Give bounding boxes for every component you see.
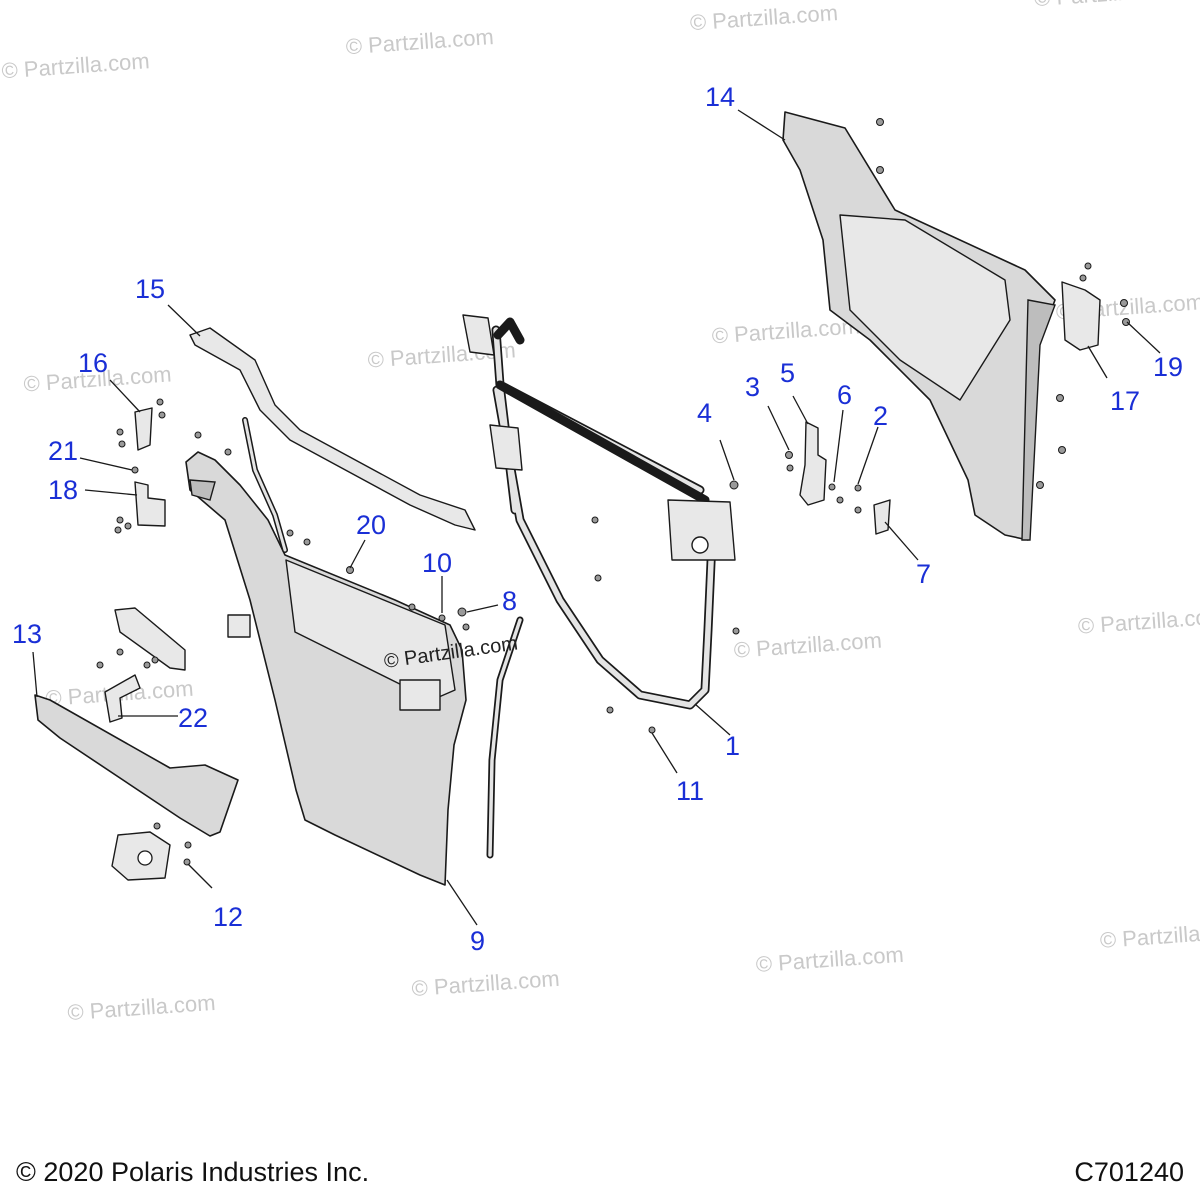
callout-13: 13	[12, 619, 42, 649]
callout-14: 14	[705, 82, 735, 112]
watermark: © Partzilla.com	[711, 313, 861, 348]
callout-4: 4	[697, 398, 712, 428]
callout-1: 1	[725, 731, 740, 761]
watermark: © Partzilla.com	[1033, 0, 1183, 11]
watermark: © Partzilla.com	[411, 966, 561, 1001]
part-2-screw	[836, 484, 862, 504]
part-20-clip	[346, 566, 354, 574]
part-14-upper-door-panel	[782, 111, 1066, 541]
watermark: © Partzilla.com	[67, 990, 217, 1025]
watermark: © Partzilla.com	[345, 24, 495, 59]
callout-5: 5	[780, 358, 795, 388]
callout-22: 22	[178, 703, 208, 733]
door-seal-strip	[242, 417, 524, 859]
callout-3: 3	[745, 372, 760, 402]
callout-18: 18	[48, 475, 78, 505]
part-10-screw	[408, 603, 446, 622]
callout-labels: 1 2 3 4 5 6 7 8 9 10 11 12 13 14 15 16 1…	[12, 82, 1183, 956]
part-18-hinge-plate	[114, 481, 166, 534]
watermark: © Partzilla.com	[755, 942, 905, 977]
part-3-nut	[785, 451, 794, 472]
part-9-lower-door-panel	[185, 431, 467, 886]
callout-20: 20	[356, 510, 386, 540]
callout-7: 7	[916, 559, 931, 589]
watermark: © Partzilla.com	[689, 0, 839, 35]
part-19-screws	[1120, 299, 1130, 326]
drawing-number: C701240	[1074, 1157, 1184, 1187]
part-13-lower-trim	[34, 694, 239, 837]
part-15-upper-rail	[189, 327, 476, 531]
watermark: © Partzilla.com	[1077, 603, 1200, 638]
callout-6: 6	[837, 380, 852, 410]
callout-17: 17	[1110, 386, 1140, 416]
copyright-text: © 2020 Polaris Industries Inc.	[16, 1157, 370, 1187]
part-7-striker	[854, 499, 891, 535]
part-5-latch	[799, 421, 827, 506]
part-12-handle	[111, 822, 192, 881]
callout-2: 2	[873, 401, 888, 431]
part-16-hinge	[116, 398, 166, 451]
callout-10: 10	[422, 548, 452, 578]
watermark: © Partzilla.com	[1, 48, 151, 83]
part-8-bolt	[457, 607, 470, 631]
part-21-washer	[131, 466, 139, 474]
part-1-door-frame	[462, 314, 740, 714]
callout-15: 15	[135, 274, 165, 304]
callout-16: 16	[78, 348, 108, 378]
watermark: © Partzilla.com	[733, 627, 883, 662]
callout-19: 19	[1153, 352, 1183, 382]
callout-12: 12	[213, 902, 243, 932]
callout-21: 21	[48, 436, 78, 466]
part-4-bolt	[729, 480, 739, 490]
callout-8: 8	[502, 586, 517, 616]
part-22-handle-bracket	[96, 607, 186, 723]
leader-lines	[32, 109, 1161, 926]
watermark: © Partzilla.com	[1099, 918, 1200, 953]
callout-11: 11	[676, 776, 704, 806]
part-6-spacer	[828, 483, 836, 491]
callout-9: 9	[470, 926, 485, 956]
part-17-hinge-bracket	[1061, 262, 1101, 351]
part-11-fastener	[648, 726, 656, 734]
